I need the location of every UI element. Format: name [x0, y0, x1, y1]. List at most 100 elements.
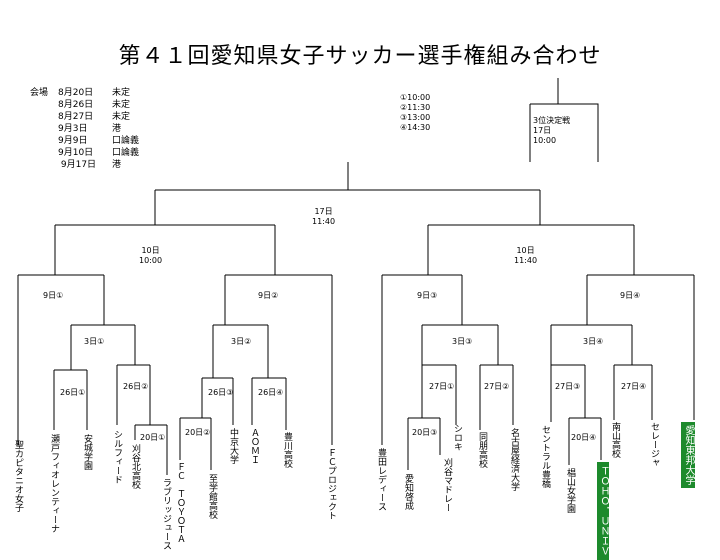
- team-name-highlighted: ＴＯＨＯ．ＵＮＩＶ: [597, 462, 609, 560]
- match-label: 26日①: [60, 388, 86, 397]
- time-slot: ③13:00: [400, 113, 431, 122]
- team-name: 至学館高校: [207, 474, 217, 519]
- team-name: 刈谷マドレー: [442, 458, 452, 512]
- venue-head: 会場: [30, 88, 49, 98]
- r26-4-connector: [251, 377, 287, 430]
- team-name: ＦＣ ＴＯＹＯＴＡ: [175, 462, 185, 543]
- final-label: 17日 11:40: [312, 207, 336, 226]
- match-label: 20日②: [185, 428, 211, 437]
- team-name: 豊田レディース: [376, 448, 386, 511]
- time-slot: ②11:30: [400, 103, 431, 112]
- r3-2-connector: [212, 324, 269, 378]
- team-name: 同朋高校: [477, 432, 487, 468]
- team-name: 刈谷北高校: [130, 444, 140, 489]
- semi-left-label: 10日 10:00: [139, 246, 163, 265]
- team-name: ＡＯＭＩ: [249, 428, 259, 464]
- time-slot: ④14:30: [400, 123, 431, 132]
- r3-1-connector: [70, 324, 136, 370]
- team-name: 聖カピタニオ女子: [13, 440, 23, 512]
- r26-1-connector: [53, 369, 88, 430]
- final-connector: [154, 162, 541, 225]
- match-label: 3日③: [452, 337, 473, 346]
- venue-row: 8月27日 未定: [30, 111, 152, 123]
- page-title: 第４１回愛知県女子サッカー選手権組み合わせ: [118, 44, 602, 69]
- team-name: セレージャ: [649, 422, 659, 467]
- team-name: 安城学園: [82, 434, 92, 470]
- venue-place: 未定: [112, 112, 131, 122]
- team-name: 南山高校: [610, 422, 620, 458]
- match-label: 20日④: [571, 433, 597, 442]
- match-label: 27日②: [484, 382, 510, 391]
- qf4-connector: [586, 274, 695, 420]
- qf3-connector: [381, 274, 463, 445]
- r3-3-connector: [421, 324, 499, 365]
- venue-date: 9月10日: [58, 148, 94, 158]
- r20-2-connector: [179, 417, 212, 470]
- venue-place: 未定: [112, 88, 131, 98]
- venue-row: 会場 8月20日 未定: [30, 87, 152, 99]
- third-place-label: 3位決定戦 17日 10:00: [533, 116, 571, 145]
- team-name: 椙山女学園: [565, 468, 575, 513]
- match-label: 26日②: [123, 382, 149, 391]
- venue-place: 港: [112, 124, 122, 134]
- venue-date: 9月3日: [58, 124, 88, 134]
- venue-date: 9月9日: [58, 136, 88, 146]
- match-label: 9日③: [417, 291, 438, 300]
- team-name: ラブリッジュース: [161, 478, 171, 550]
- team-name: ＦＣプロジェクト: [326, 448, 336, 520]
- r20-1-connector: [134, 424, 168, 475]
- r27-4-connector: [613, 364, 653, 420]
- venue-row: 8月26日 未定: [30, 99, 152, 111]
- venue-row: 9月17日 港: [30, 159, 152, 171]
- venue-place: 未定: [112, 100, 131, 110]
- team-name: 名古屋経済大学: [509, 428, 519, 491]
- third-place-bracket: [529, 78, 599, 162]
- semi-right-connector: [427, 224, 635, 275]
- venue-date: 9月17日: [58, 160, 97, 170]
- match-label: 3日④: [583, 337, 604, 346]
- r27-3-connector: [550, 364, 586, 422]
- semi-right-label: 10日 11:40: [514, 246, 538, 265]
- r26-2-connector: [116, 364, 151, 425]
- tournament-bracket: [17, 78, 695, 475]
- team-name: 豊川高校: [282, 432, 292, 468]
- match-label: 9日①: [43, 291, 64, 300]
- team-name: 愛知啓成: [403, 474, 413, 510]
- venue-date: 8月20日: [58, 88, 94, 98]
- match-label: 26日④: [258, 388, 284, 397]
- r3-4-connector: [550, 324, 633, 365]
- team-name: セントラル豊橋: [540, 425, 550, 488]
- venue-place: 口論義: [112, 136, 140, 146]
- r26-3-connector: [201, 377, 234, 425]
- r20-3-connector: [407, 417, 441, 470]
- match-label: 9日②: [258, 291, 279, 300]
- team-name: シロキ: [452, 424, 462, 451]
- r27-1-connector: [421, 364, 457, 425]
- team-name: 中京大学: [228, 428, 238, 464]
- venue-row: 9月3日 港: [30, 123, 152, 135]
- team-name: 瀬戸フィオレンティーナ: [49, 434, 59, 533]
- match-label: 27日③: [555, 382, 581, 391]
- venue-place: 口論義: [112, 148, 140, 158]
- match-label: 3日②: [231, 337, 252, 346]
- qf2-connector: [224, 274, 333, 445]
- match-label: 20日①: [140, 433, 166, 442]
- team-name-highlighted: 愛知東邦大学: [681, 422, 695, 488]
- match-label: 20日③: [412, 428, 438, 437]
- qf1-connector: [17, 274, 105, 445]
- match-label: 27日④: [621, 382, 647, 391]
- r20-4-connector: [568, 417, 602, 465]
- venue-place: 港: [112, 160, 122, 170]
- venue-date: 8月27日: [58, 112, 94, 122]
- team-name: シルフィード: [112, 430, 122, 484]
- match-label: 9日④: [620, 291, 641, 300]
- time-slot: ①10:00: [400, 93, 431, 102]
- match-label: 3日①: [84, 337, 105, 346]
- r27-2-connector: [479, 364, 514, 430]
- venue-row: 9月10日 口論義: [30, 147, 152, 159]
- venue-date: 8月26日: [58, 100, 94, 110]
- match-label: 27日①: [429, 382, 455, 391]
- match-label: 26日③: [208, 388, 234, 397]
